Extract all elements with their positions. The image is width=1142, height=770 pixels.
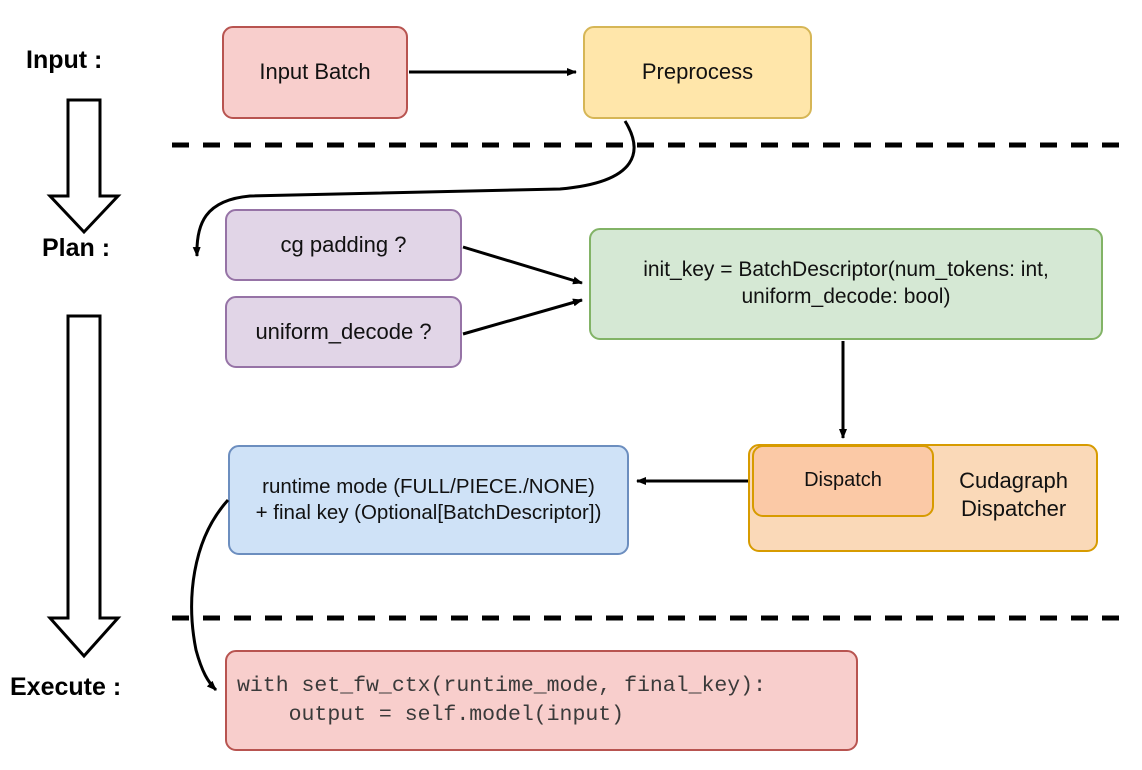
node-init-key[interactable]: init_key = BatchDescriptor(num_tokens: i… <box>589 228 1103 340</box>
node-input-batch[interactable]: Input Batch <box>222 26 408 119</box>
node-dispatch[interactable]: Dispatch <box>752 445 934 517</box>
node-cg-padding[interactable]: cg padding ? <box>225 209 462 281</box>
node-execute-code[interactable]: with set_fw_ctx(runtime_mode, final_key)… <box>225 650 858 751</box>
edge-uniform-decode-to-init-key <box>462 298 583 336</box>
stage-label-input: Input : <box>26 46 103 74</box>
node-uniform-decode[interactable]: uniform_decode ? <box>225 296 462 368</box>
flow-arrow-input-to-plan <box>46 98 122 235</box>
stage-label-execute: Execute : <box>10 673 122 701</box>
node-preprocess[interactable]: Preprocess <box>583 26 812 119</box>
stage-label-plan: Plan : <box>42 234 111 262</box>
flow-arrow-plan-to-execute <box>46 314 122 659</box>
edge-runtime-mode-to-execute-code <box>190 498 230 692</box>
edge-cg-padding-to-init-key <box>462 245 583 285</box>
node-runtime-mode[interactable]: runtime mode (FULL/PIECE./NONE) + final … <box>228 445 629 555</box>
